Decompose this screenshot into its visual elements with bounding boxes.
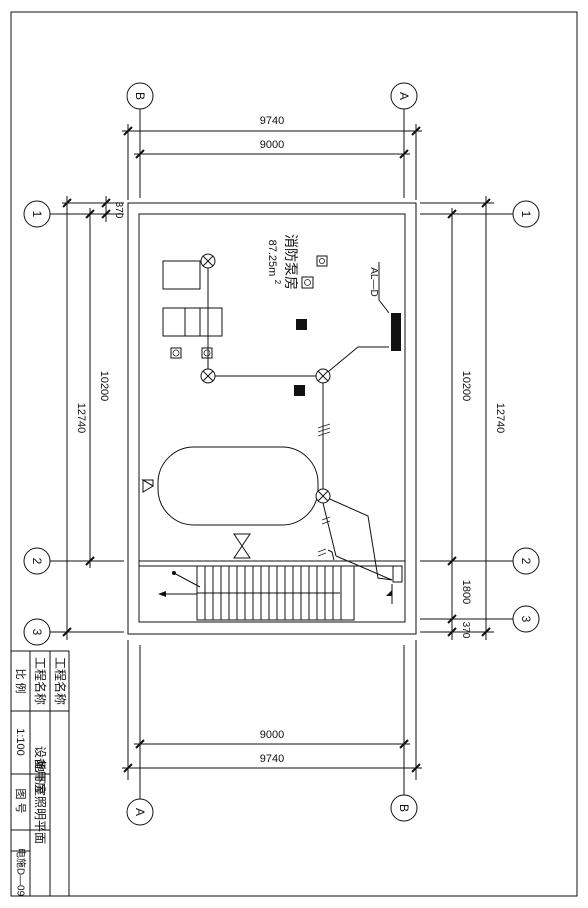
- dimension-bottom-outer: 9740: [122, 753, 422, 773]
- ceiling-lamp-icon: [200, 253, 216, 269]
- axis-bubble-bottom-b: B: [390, 794, 418, 822]
- pump-unit-1: [162, 260, 201, 290]
- ceiling-lamp-icon: [315, 368, 331, 384]
- ceiling-lamp-icon: [200, 368, 216, 384]
- axis-bubble-bottom-a: A: [126, 798, 154, 826]
- axis-bubble-left-2: 2: [23, 547, 51, 575]
- dimension-text: 12740: [494, 403, 506, 434]
- axis-bubble-left-3: 3: [23, 618, 51, 646]
- water-tank: [157, 446, 319, 526]
- staircase: [158, 548, 355, 621]
- dimension-text: 370: [460, 622, 471, 639]
- title-drawing-name: 地下室照明平面: [33, 760, 48, 844]
- dimension-bottom-inner: 9000: [134, 729, 410, 749]
- wiring: [207, 261, 393, 581]
- drawing-border: [10, 11, 578, 897]
- dimension-text: 9000: [260, 729, 284, 741]
- room-name: 消防泵房: [283, 234, 299, 290]
- axis-label: 1: [519, 211, 533, 218]
- title-scale-label: 比 例: [14, 668, 28, 693]
- title-item-value: 设备用房: [33, 746, 48, 794]
- dimension-right-total: 12740: [481, 196, 506, 640]
- dimension-text: 370: [113, 202, 124, 219]
- dimension-text: 9740: [260, 115, 284, 127]
- title-item-label: 工程名称: [33, 657, 48, 705]
- switch-icon: [316, 255, 328, 267]
- title-project-label: 工程名称: [53, 657, 68, 705]
- small-box-2: [201, 347, 213, 359]
- dimension-left-wall: 370: [101, 196, 124, 222]
- title-block: [10, 650, 70, 897]
- title-scale-value: 1:100: [14, 728, 26, 756]
- axis-bubble-left-1: 1: [23, 200, 51, 228]
- switch-icon: [301, 276, 314, 289]
- dimension-top-outer: 9740: [122, 115, 422, 136]
- dimension-left-room: 10200: [85, 208, 110, 568]
- pump-unit-3: [184, 307, 223, 337]
- title-drawing-label: 图 号: [14, 788, 27, 813]
- axis-label: A: [133, 808, 147, 816]
- axis-label: B: [133, 92, 147, 100]
- axis-bubble-top-b: B: [126, 82, 154, 110]
- junction-box: [294, 385, 305, 396]
- small-box-1: [170, 347, 182, 359]
- axis-label: 3: [519, 616, 533, 623]
- area-exponent: 2: [273, 280, 282, 285]
- area-value: 87.25m: [266, 240, 278, 277]
- room-area: 87.25m 2: [266, 240, 282, 285]
- valve-icon: [141, 479, 154, 493]
- dimension-right-stair: 1800: [447, 568, 472, 624]
- wall-lamp-icon: [386, 565, 403, 604]
- valve-icon: [233, 533, 251, 559]
- axis-label: B: [397, 804, 411, 812]
- axis-label: 2: [30, 558, 44, 565]
- dimension-text: 1800: [460, 580, 472, 604]
- dimension-top-inner: 9000: [134, 139, 410, 159]
- axis-label: 2: [519, 558, 533, 565]
- dimension-text: 9740: [260, 753, 284, 765]
- dimension-text: 9000: [260, 139, 284, 151]
- pump-unit-2: [162, 307, 201, 337]
- axis-label: A: [397, 92, 411, 100]
- junction-box: [296, 319, 307, 330]
- axis-bubble-right-1: 1: [512, 200, 540, 228]
- panel-label: AL—D: [368, 267, 379, 296]
- dimension-text: 10200: [460, 371, 472, 402]
- dimension-text: 10200: [98, 371, 110, 402]
- dimension-right-wall: 370: [447, 619, 471, 640]
- ceiling-lamp-icon: [315, 488, 331, 504]
- axis-label: 3: [30, 629, 44, 636]
- dimension-right-room: 10200: [447, 208, 472, 568]
- axis-bubble-top-a: A: [390, 82, 418, 110]
- axis-bubble-right-3: 3: [512, 605, 540, 633]
- axis-label: 1: [30, 211, 44, 218]
- axis-bubble-right-2: 2: [512, 547, 540, 575]
- distribution-panel: [391, 313, 401, 351]
- dimension-text: 12740: [75, 403, 87, 434]
- dimension-left-total: 12740: [62, 196, 87, 640]
- title-drawing-value: 电施D—09: [15, 848, 28, 897]
